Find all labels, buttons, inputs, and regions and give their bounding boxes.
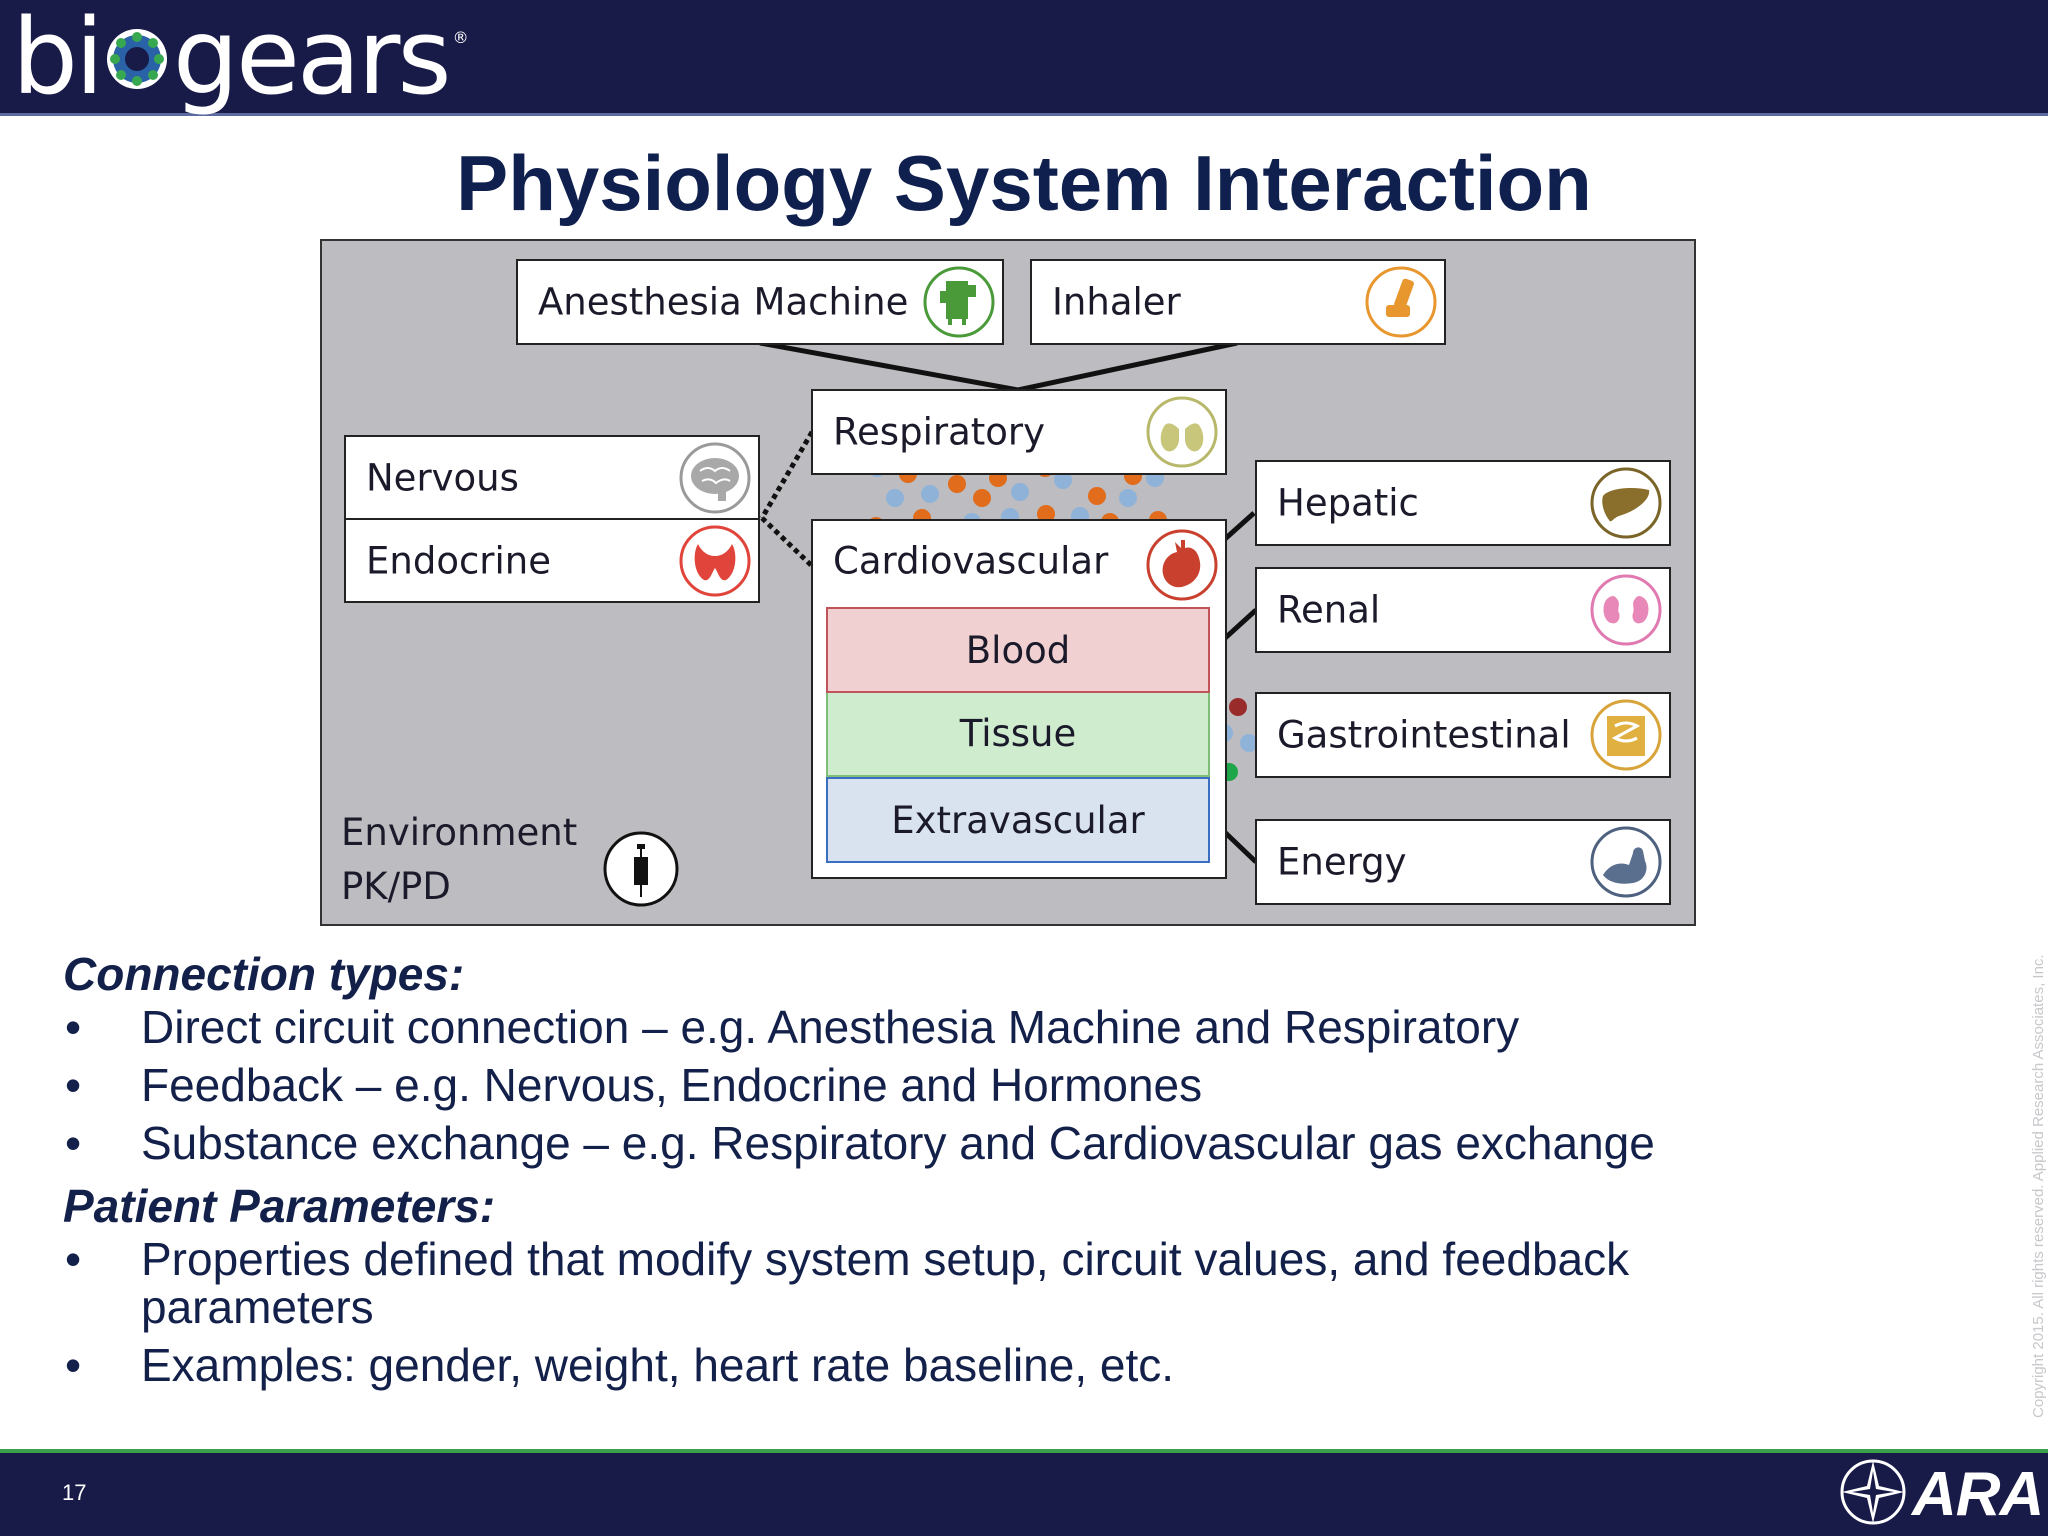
gas-particle: [1119, 489, 1137, 507]
bullet-item: • Examples: gender, weight, heart rate ba…: [63, 1341, 1763, 1389]
substance-particle: [1229, 698, 1247, 716]
anesthesia-machine-node: Anesthesia Machine: [516, 259, 1004, 345]
slide-title: Physiology System Interaction: [456, 139, 1592, 227]
environment-text: Environment: [341, 811, 578, 854]
syringe-icon: [602, 830, 680, 913]
bullet-text: Feedback – e.g. Nervous, Endocrine and H…: [141, 1059, 1203, 1111]
bullet-text: Examples: gender, weight, heart rate bas…: [141, 1339, 1175, 1391]
brain-icon: [678, 441, 752, 515]
biogears-logo: bi gears ®: [12, 0, 469, 113]
tissue-layer: Tissue: [826, 693, 1210, 777]
ara-text: ARA: [1912, 1459, 2044, 1529]
inhaler-node: Inhaler: [1030, 259, 1446, 345]
bullet-item: • Direct circuit connection – e.g. Anesth…: [63, 1003, 1763, 1051]
endocrine-feedback-line: [760, 516, 814, 568]
intestines-icon: [1589, 698, 1663, 772]
gas-particle: [1037, 505, 1055, 523]
gastrointestinal-node: Gastrointestinal: [1255, 692, 1671, 778]
bullet-dot: •: [65, 1339, 82, 1391]
bullet-item: • Feedback – e.g. Nervous, Endocrine and …: [63, 1061, 1763, 1109]
bullet-text: Direct circuit connection – e.g. Anesthe…: [141, 1001, 1520, 1053]
copyright-text: Copyright 2015. All rights reserved. App…: [2030, 954, 2047, 1418]
lungs-icon: [1145, 395, 1219, 469]
compass-star-icon: [1838, 1457, 1908, 1532]
endocrine-node: Endocrine: [344, 518, 760, 603]
cardiovascular-label: Cardiovascular: [833, 539, 1109, 583]
anesthesia-machine-label: Anesthesia Machine: [538, 280, 909, 324]
extravascular-layer: Extravascular: [826, 777, 1210, 863]
gas-particle: [886, 489, 904, 507]
nervous-feedback-line: [759, 430, 815, 520]
gear-logo-icon: [103, 5, 171, 109]
respiratory-node: Respiratory: [811, 389, 1227, 475]
environment-label: Environment PK/PD: [341, 806, 577, 914]
bullet-dot: •: [65, 1233, 82, 1285]
gas-particle: [973, 489, 991, 507]
logo-text-right: gears: [172, 0, 452, 118]
bullet-dot: •: [65, 1001, 82, 1053]
footer-accent-line: [0, 1449, 2048, 1453]
gas-particle: [1011, 483, 1029, 501]
gastrointestinal-label: Gastrointestinal: [1277, 713, 1571, 757]
gas-particle: [948, 475, 966, 493]
logo-text-left: bi: [12, 0, 104, 118]
bullet-item: • Properties defined that modify system s…: [63, 1235, 1763, 1331]
inhaler-icon: [1364, 265, 1438, 339]
bullet-dot: •: [65, 1117, 82, 1169]
hepatic-node: Hepatic: [1255, 460, 1671, 546]
header-bar: [0, 0, 2048, 113]
bullet-text: Properties defined that modify system se…: [141, 1233, 1630, 1333]
kidneys-icon: [1589, 573, 1663, 647]
substance-particle: [1240, 734, 1258, 752]
bullet-section: Connection types: • Direct circuit connec…: [63, 945, 1763, 1399]
device-connector-line: [759, 340, 1238, 393]
energy-label: Energy: [1277, 840, 1407, 884]
patient-parameters-heading: Patient Parameters:: [63, 1180, 496, 1232]
thyroid-icon: [678, 524, 752, 598]
bullet-text: Substance exchange – e.g. Respiratory an…: [141, 1117, 1655, 1169]
liver-icon: [1589, 466, 1663, 540]
respiratory-label: Respiratory: [833, 410, 1045, 454]
bullet-dot: •: [65, 1059, 82, 1111]
muscle-arm-icon: [1589, 825, 1663, 899]
pkpd-text: PK/PD: [341, 865, 451, 908]
nervous-node: Nervous: [344, 435, 760, 520]
blood-layer: Blood: [826, 607, 1210, 693]
endocrine-label: Endocrine: [366, 539, 551, 582]
footer-bar: [0, 1453, 2048, 1536]
connection-types-heading: Connection types:: [63, 948, 465, 1000]
page-number: 17: [62, 1480, 87, 1505]
gas-particle: [1088, 487, 1106, 505]
ara-logo: ARA: [1838, 1455, 2044, 1533]
nervous-label: Nervous: [366, 456, 519, 499]
anesthesia-machine-icon: [922, 265, 996, 339]
header-divider: [0, 113, 2048, 116]
gas-particle: [1054, 471, 1072, 489]
trademark-symbol: ®: [452, 28, 469, 47]
hepatic-label: Hepatic: [1277, 481, 1419, 525]
renal-label: Renal: [1277, 588, 1381, 632]
heart-icon: [1145, 528, 1219, 602]
inhaler-label: Inhaler: [1052, 280, 1181, 324]
gas-particle: [921, 485, 939, 503]
renal-node: Renal: [1255, 567, 1671, 653]
energy-node: Energy: [1255, 819, 1671, 905]
bullet-item: • Substance exchange – e.g. Respiratory a…: [63, 1119, 1763, 1167]
